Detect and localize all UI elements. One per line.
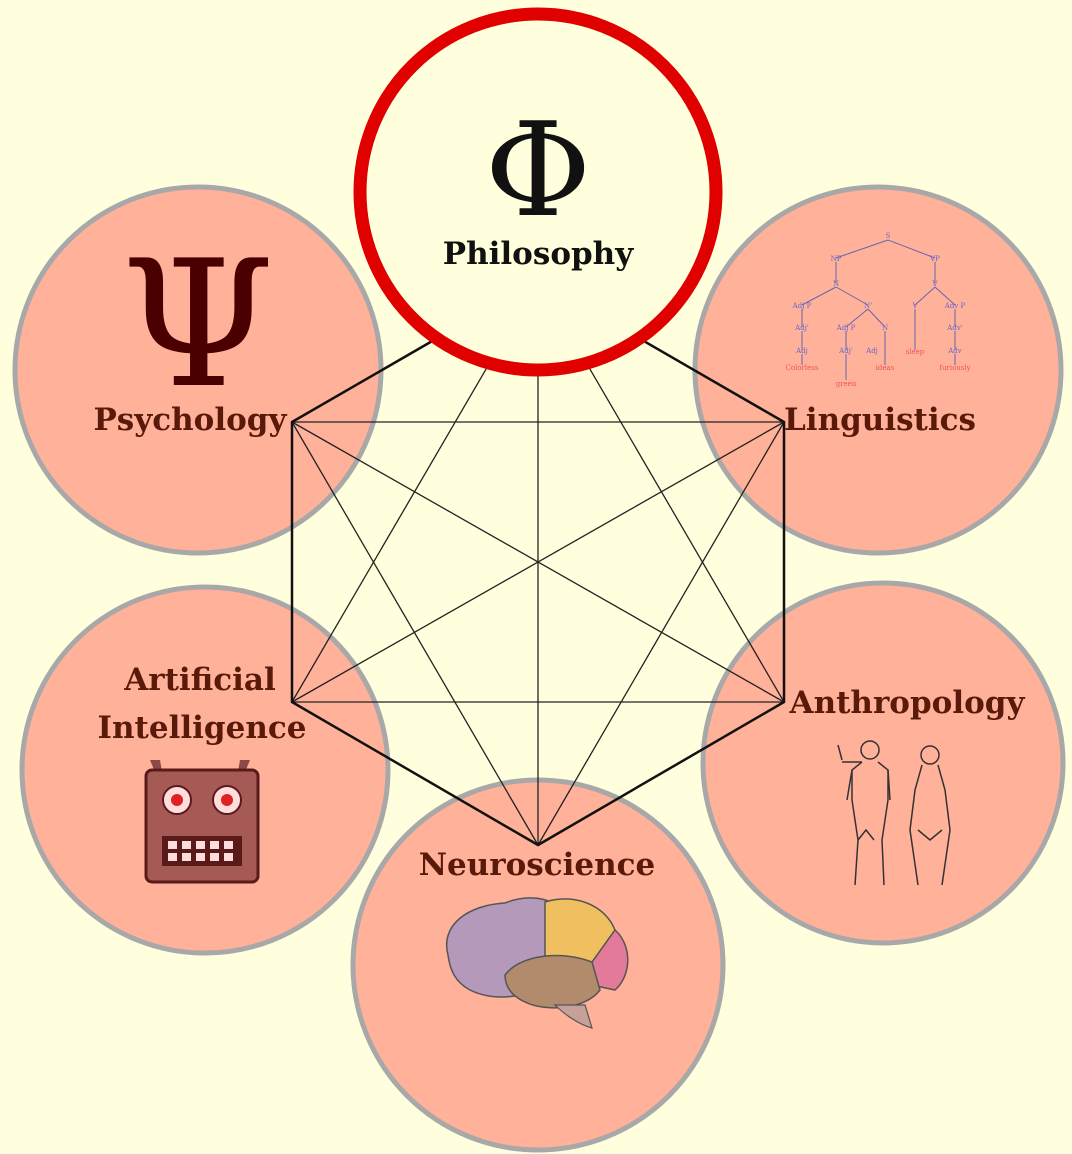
tree-node: V [911, 302, 918, 310]
tree-node: Adv' [946, 324, 962, 332]
connection-lines [291, 279, 785, 846]
robot-icon [144, 760, 260, 884]
tree-node: Adv [947, 347, 962, 355]
philosophy-label: Philosophy [443, 236, 634, 272]
tree-node: Adj' [794, 324, 809, 332]
parse-tree-icon: S NP VP N V Adj P N' Adj P N V Adv P Adj… [786, 232, 971, 388]
phi-icon: Φ [485, 94, 592, 246]
ai-label-line1: Artificial [123, 662, 276, 698]
tree-node: Adj P [836, 324, 856, 332]
tree-word: furiously [939, 364, 970, 372]
tree-node: Adj [795, 347, 808, 355]
human-figures-icon [837, 740, 951, 886]
tree-node: N' [864, 302, 872, 310]
tree-node: Adj [865, 347, 878, 355]
linguistics-label: Linguistics [784, 402, 976, 438]
hexagon-outline [290, 278, 786, 847]
ai-label-line2: Intelligence [98, 710, 307, 746]
tree-node: V [931, 280, 938, 288]
anthropology-node [700, 580, 1066, 946]
tree-node-s: S [886, 232, 891, 240]
tree-word: green [836, 380, 857, 388]
psychology-label: Psychology [93, 402, 287, 438]
tree-node: Adv P [944, 302, 966, 310]
psi-icon: Ψ [121, 224, 274, 427]
tree-node: Adj P [792, 302, 812, 310]
tree-node: VP [929, 255, 940, 263]
tree-node: N [833, 280, 839, 288]
philosophy-highlight-circle [353, 7, 723, 377]
brain-icon [445, 897, 629, 1029]
anthropology-circle [700, 580, 1066, 946]
tree-node: Adj' [838, 347, 853, 355]
philosophy-node: Φ Philosophy [353, 7, 723, 377]
tree-node: NP [831, 255, 842, 263]
tree-node: N [882, 324, 888, 332]
tree-word: sleep [906, 348, 925, 356]
tree-word: ideas [876, 364, 895, 372]
tree-word: Colorless [786, 364, 819, 372]
neuroscience-label: Neuroscience [419, 847, 656, 883]
anthropology-label: Anthropology [789, 685, 1026, 721]
